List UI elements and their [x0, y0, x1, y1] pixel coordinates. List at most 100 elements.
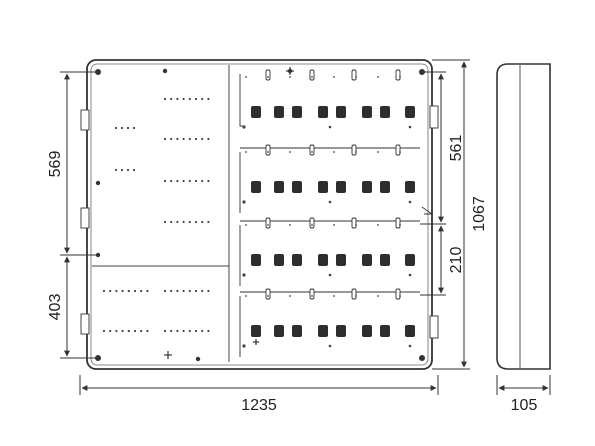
rail-screw	[328, 273, 332, 277]
corner-screws	[95, 68, 425, 362]
rail-clip	[265, 69, 271, 81]
rail-dot	[245, 295, 247, 297]
screw	[419, 355, 425, 361]
terminal-dot	[126, 126, 130, 130]
terminal-dot	[163, 137, 167, 141]
terminal-dot	[207, 179, 210, 183]
screw	[195, 356, 201, 362]
rail-screw	[408, 125, 412, 129]
right-lower-label: 210	[448, 247, 465, 274]
side-view	[496, 63, 551, 370]
breaker-module	[318, 181, 328, 193]
rail-dot	[245, 224, 247, 226]
breaker-module	[292, 106, 302, 118]
rail-screw	[328, 344, 332, 348]
rail-dot	[355, 76, 357, 78]
terminal-dot	[194, 329, 198, 333]
rail-clip	[351, 217, 357, 229]
left-panel-terminals	[102, 97, 210, 333]
terminal-dot	[176, 289, 179, 293]
rail-screw	[328, 125, 332, 129]
screw	[95, 180, 101, 186]
breaker-module	[274, 181, 284, 193]
overall-height-label: 1067	[471, 196, 488, 232]
terminal-dot	[207, 329, 210, 333]
breaker-module	[405, 181, 415, 193]
hinge	[80, 207, 90, 229]
terminal-dot	[201, 289, 204, 293]
terminal-dot	[102, 289, 106, 293]
rail-dot	[245, 76, 247, 78]
terminal-dot	[109, 289, 112, 293]
rail-dot	[377, 224, 379, 226]
terminal-dot	[176, 220, 179, 224]
breaker-module	[362, 325, 372, 337]
rail-clip	[351, 69, 357, 81]
terminal-dot	[201, 179, 204, 183]
terminal-dot	[127, 289, 130, 293]
left-lower-label: 403	[47, 294, 64, 321]
terminal-dot	[201, 137, 204, 141]
breaker-module	[251, 106, 261, 118]
enclosure-inner-frame	[90, 63, 429, 366]
terminal-dot	[170, 137, 173, 141]
breaker-module	[318, 106, 328, 118]
rail-dot	[355, 224, 357, 226]
terminal-dot	[188, 329, 191, 333]
right-upper-label: 561	[448, 135, 465, 162]
terminal-dot	[194, 137, 198, 141]
breaker-module	[405, 325, 415, 337]
breaker-module	[336, 106, 346, 118]
breaker-module	[362, 106, 372, 118]
rail-dot	[311, 151, 313, 153]
breaker-module	[251, 181, 261, 193]
breaker-module	[336, 325, 346, 337]
rail-dot	[311, 76, 313, 78]
terminal-dot	[115, 289, 118, 293]
rail-screw	[408, 344, 412, 348]
terminal-dot	[182, 289, 185, 293]
terminal-dot	[170, 220, 173, 224]
overall-width-label: 1235	[241, 397, 277, 414]
terminal-dot	[170, 289, 173, 293]
rail-clip	[265, 217, 271, 229]
terminal-dot	[188, 289, 191, 293]
rail-dot	[377, 76, 379, 78]
rail-dot	[377, 151, 379, 153]
terminal-dot	[140, 329, 143, 333]
terminal-dot	[170, 97, 173, 101]
terminal-dot	[126, 168, 130, 172]
breaker-module	[380, 325, 390, 337]
breaker-module	[292, 181, 302, 193]
depth-label: 105	[511, 397, 538, 414]
breaker-module	[318, 254, 328, 266]
terminal-dot	[170, 179, 173, 183]
rail-dot	[267, 76, 269, 78]
breaker-module	[292, 325, 302, 337]
breaker-module	[362, 181, 372, 193]
terminal-dot	[176, 179, 179, 183]
rail-clip	[309, 288, 315, 300]
rail-dot	[333, 76, 335, 78]
terminal-dot	[163, 97, 167, 101]
rail-dot	[399, 224, 401, 226]
rail-dot	[267, 151, 269, 153]
rail-dot	[289, 76, 291, 78]
terminal-dot	[121, 289, 124, 293]
terminal-dot	[207, 137, 210, 141]
terminal-dot	[182, 179, 185, 183]
terminal-dot	[194, 220, 198, 224]
terminal-dot	[127, 329, 130, 333]
rail-dot	[267, 295, 269, 297]
breaker-module	[336, 254, 346, 266]
terminal-dot	[120, 168, 124, 172]
rail-clip	[351, 144, 357, 156]
hinge	[429, 105, 439, 129]
rail-dot	[333, 224, 335, 226]
terminal-dot	[163, 220, 167, 224]
terminal-dot	[140, 289, 143, 293]
terminal-dot	[207, 220, 210, 224]
rail-screw	[242, 125, 246, 129]
rail-dot	[399, 295, 401, 297]
